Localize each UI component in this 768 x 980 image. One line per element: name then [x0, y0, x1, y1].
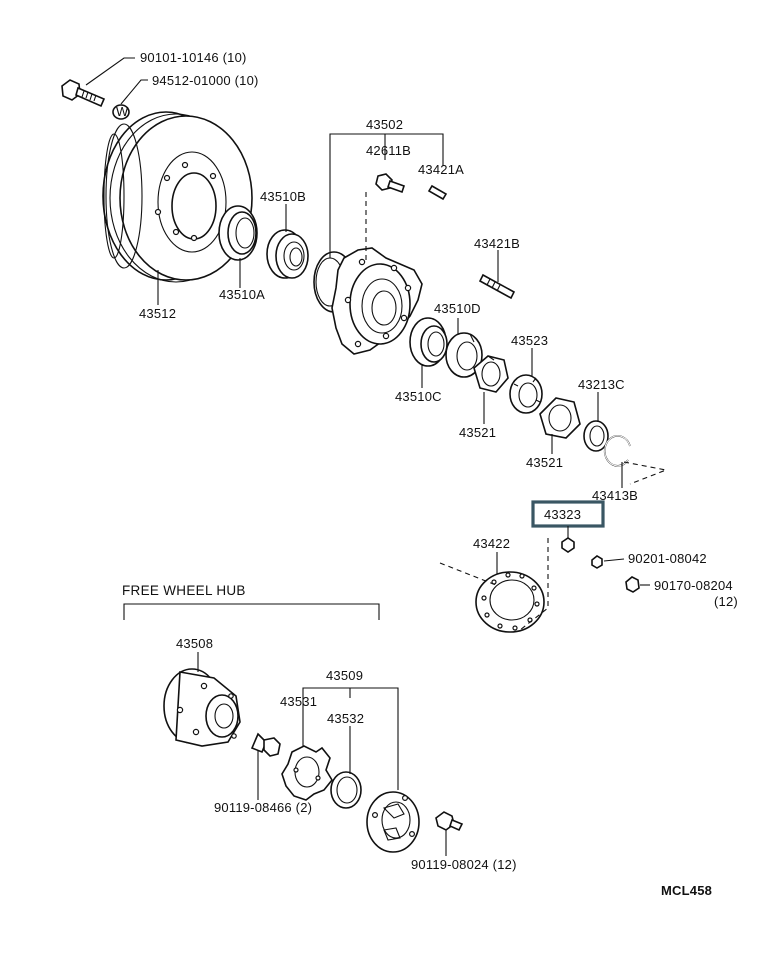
snap-ring-43413b-drawing	[603, 435, 631, 467]
label-part-43531: 43531	[280, 694, 317, 709]
label-nut-90201: 90201-08042	[628, 551, 707, 566]
lock-nut-43521-b-drawing	[539, 397, 581, 439]
gear-43531-drawing	[281, 745, 333, 801]
svg-text:W: W	[116, 104, 129, 119]
label-bearing-43510d: 43510D	[434, 301, 481, 316]
label-hub-43502: 43502	[366, 117, 403, 132]
label-bolt-90119-08466: 90119-08466 (2)	[214, 800, 312, 815]
free-wheel-hub-body-drawing	[163, 668, 241, 747]
stud-42611b-drawing	[375, 173, 406, 194]
small-nut-43323-drawing	[561, 537, 575, 553]
label-washer-94512: 94512-01000 (10)	[152, 73, 259, 88]
free-wheel-hub-heading: FREE WHEEL HUB	[122, 583, 246, 598]
label-hub-43508: 43508	[176, 636, 213, 651]
label-disc-43512: 43512	[139, 306, 176, 321]
label-stud-42611b: 42611B	[366, 143, 411, 158]
label-snap-ring-43413b: 43413B	[592, 488, 638, 503]
label-nut-43521-a: 43521	[459, 425, 496, 440]
ring-43532-drawing	[330, 771, 362, 809]
gasket-43422-drawing	[475, 571, 545, 633]
label-nut-43521-b: 43521	[526, 455, 563, 470]
lock-washer-43523-drawing	[509, 374, 543, 414]
stud-43421a-drawing	[427, 184, 448, 201]
label-bearing-43510b: 43510B	[260, 189, 306, 204]
label-highlighted-43323: 43323	[544, 507, 581, 522]
hub-bolt-drawing	[61, 79, 106, 108]
nut-90170-drawing	[625, 576, 640, 593]
hub-cover-drawing	[366, 791, 420, 853]
washer-drawing: W	[112, 104, 130, 120]
label-seal-43213c: 43213C	[578, 377, 625, 392]
lock-nut-43521-a-drawing	[473, 355, 509, 393]
bolt-90119-08024-drawing	[435, 811, 464, 832]
bearing-cone-43510d-drawing	[445, 332, 483, 378]
label-bolt-90101: 90101-10146 (10)	[140, 50, 247, 65]
label-washer-43523: 43523	[511, 333, 548, 348]
bearing-cone-43510b-drawing	[266, 229, 309, 279]
free-wheel-hub-bracket	[123, 603, 380, 620]
drawing-code: MCL458	[661, 883, 712, 898]
nut-90201-drawing	[591, 555, 603, 569]
label-stud-43421b: 43421B	[474, 236, 520, 251]
label-stud-43421a: 43421A	[418, 162, 464, 177]
label-ring-43532: 43532	[327, 711, 364, 726]
stud-43421b-drawing	[478, 273, 516, 300]
label-bolt-90119-08024: 90119-08024 (12)	[411, 857, 517, 872]
label-gasket-43422: 43422	[473, 536, 510, 551]
seal-43213c-drawing	[583, 420, 609, 452]
label-bearing-43510a: 43510A	[219, 287, 265, 302]
label-nut-90170-quantity: (12)	[714, 594, 738, 609]
axle-hub-drawing	[313, 247, 423, 355]
bearing-race-43510a-drawing	[218, 205, 258, 261]
label-set-43509: 43509	[326, 668, 363, 683]
bearing-race-43510c-drawing	[409, 317, 448, 367]
label-nut-90170: 90170-08204	[654, 578, 733, 593]
bolt-90119-08466-drawing	[250, 732, 281, 757]
label-bearing-43510c: 43510C	[395, 389, 442, 404]
